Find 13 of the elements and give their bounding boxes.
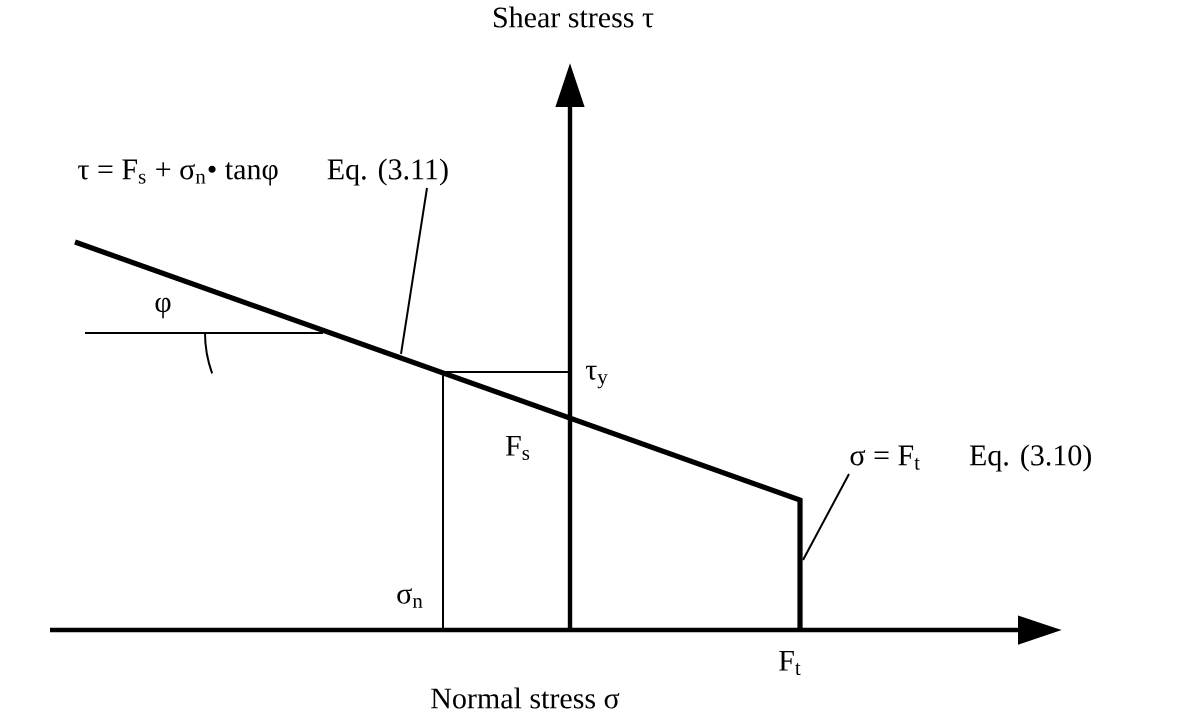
axis-label: Shear stress τ xyxy=(494,6,654,28)
equation-label: Eq. (3.10) xyxy=(969,444,1091,472)
symbol-label: F$_{t}$ xyxy=(779,650,801,676)
axis-label: Normal stress σ xyxy=(431,687,620,709)
symbol-label: σ$_{n}$ xyxy=(397,588,423,608)
equation-label: Eq. (3.11) xyxy=(327,158,448,186)
symbol-label: F$_{s}$ xyxy=(505,435,530,461)
equation-label: σ = F$_{t}$ xyxy=(850,445,920,470)
symbol-label: τ$_{y}$ xyxy=(585,365,608,389)
angle-label: φ xyxy=(155,297,171,319)
equation-label: τ = F$_{s}$ + σ$_{n}$• tanφ xyxy=(78,159,278,186)
leader-line xyxy=(802,473,850,561)
leader-line xyxy=(400,187,428,355)
